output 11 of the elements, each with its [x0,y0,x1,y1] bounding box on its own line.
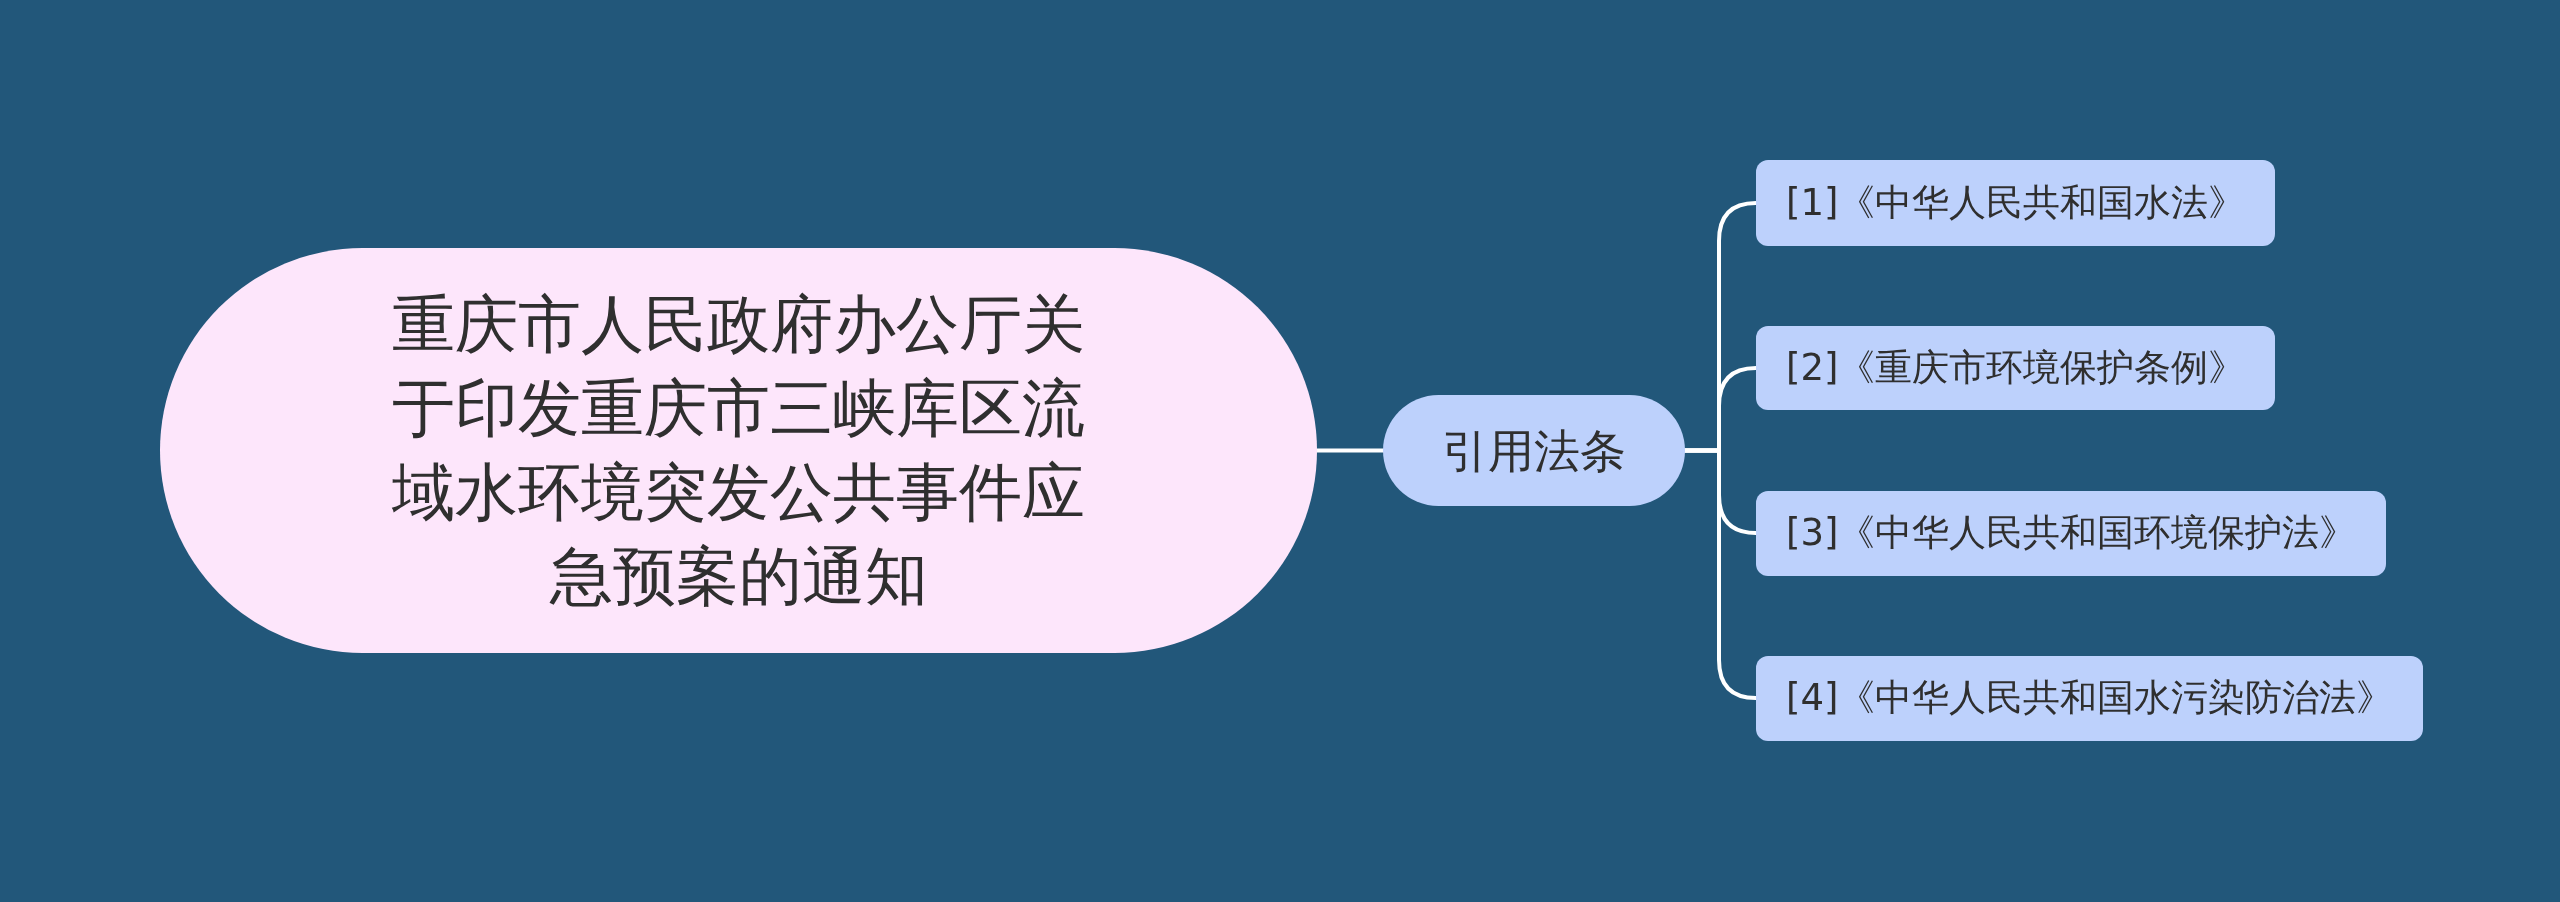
subtopic-text: [2]《重庆市环境保护条例》 [1786,345,2246,391]
branch-title: 引用法条 [1442,422,1626,479]
subtopic-text: [4]《中华人民共和国水污染防治法》 [1786,675,2394,721]
subtopic-box [1756,490,2387,576]
subtopic-box [1756,326,2276,410]
subtopic-box [1756,655,2424,741]
connector-line [1315,448,1385,453]
subtopic-box [1756,160,2276,246]
topic-title: 重庆市人民政府办公厅关于印发重庆市三峡库区流域水环境突发公共事件应急预案的通知 [391,286,1086,615]
subtopic-text: [1]《中华人民共和国水法》 [1786,180,2246,226]
subtopic-text: [3]《中华人民共和国环境保护法》 [1786,510,2357,556]
